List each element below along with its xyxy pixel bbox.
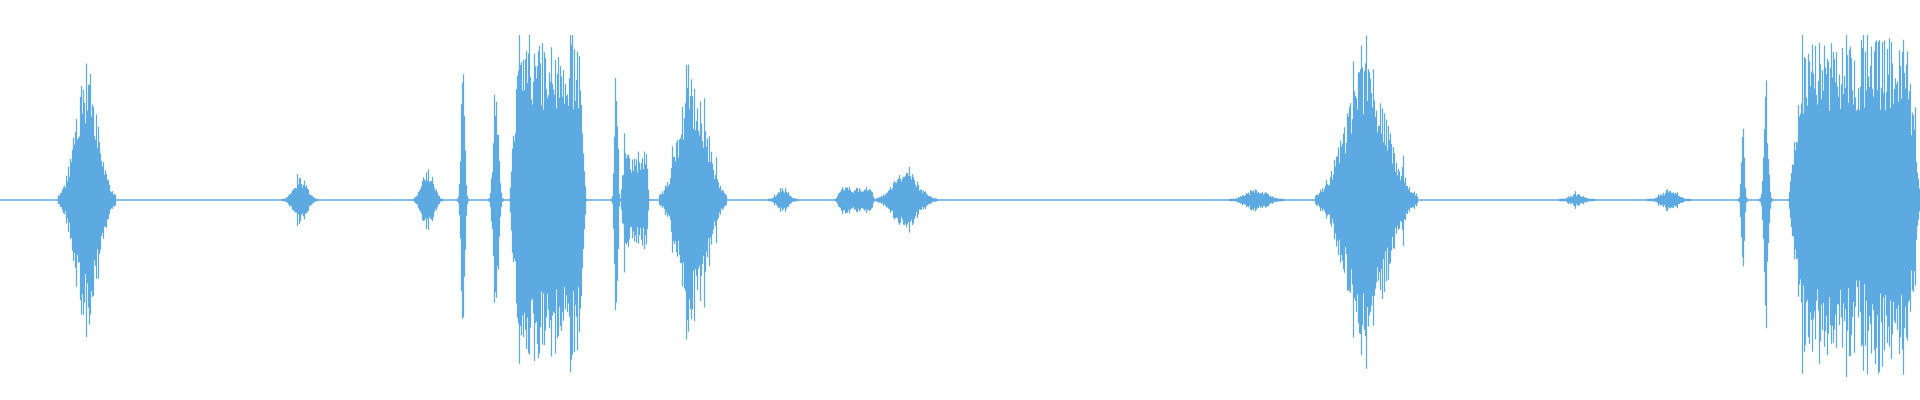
waveform-burst-path xyxy=(281,174,319,227)
waveform-burst xyxy=(456,74,470,319)
waveform-burst-path xyxy=(767,188,799,213)
waveform-burst-path xyxy=(1228,189,1285,212)
waveform-burst-path xyxy=(619,133,651,273)
waveform-burst xyxy=(487,94,505,303)
waveform-burst xyxy=(619,133,651,273)
waveform-burst xyxy=(1787,35,1920,378)
waveform-burst xyxy=(1558,191,1596,209)
waveform-burst xyxy=(658,64,728,340)
waveform-burst-path xyxy=(1558,191,1596,209)
waveform-burst xyxy=(57,63,117,338)
waveform-burst-path xyxy=(1314,35,1419,369)
waveform-burst xyxy=(873,167,939,233)
waveform-burst-path xyxy=(1787,35,1920,378)
waveform-burst xyxy=(281,174,319,227)
waveform-burst-path xyxy=(412,169,444,230)
waveform-burst-path xyxy=(456,74,470,319)
waveform-burst xyxy=(767,188,799,213)
waveform-burst xyxy=(1758,80,1774,329)
waveform-burst-path xyxy=(610,78,622,311)
waveform-burst-path xyxy=(508,35,588,373)
waveform-burst xyxy=(1646,189,1692,212)
waveform-burst-path xyxy=(1646,189,1692,212)
waveform-burst-path xyxy=(1758,80,1774,329)
waveform-burst xyxy=(1737,128,1749,267)
waveform-burst-path xyxy=(1737,128,1749,267)
waveform-burst-path xyxy=(873,167,939,233)
waveform-burst-path xyxy=(834,186,876,215)
waveform-burst-path xyxy=(658,64,728,340)
waveform-burst xyxy=(610,78,622,311)
waveform-burst-path xyxy=(487,94,505,303)
waveform-burst-path xyxy=(57,63,117,338)
waveform-burst xyxy=(1228,189,1285,212)
waveform-burst xyxy=(834,186,876,215)
waveform-burst xyxy=(1314,35,1419,369)
waveform-burst xyxy=(508,35,588,373)
waveform-burst xyxy=(412,169,444,230)
